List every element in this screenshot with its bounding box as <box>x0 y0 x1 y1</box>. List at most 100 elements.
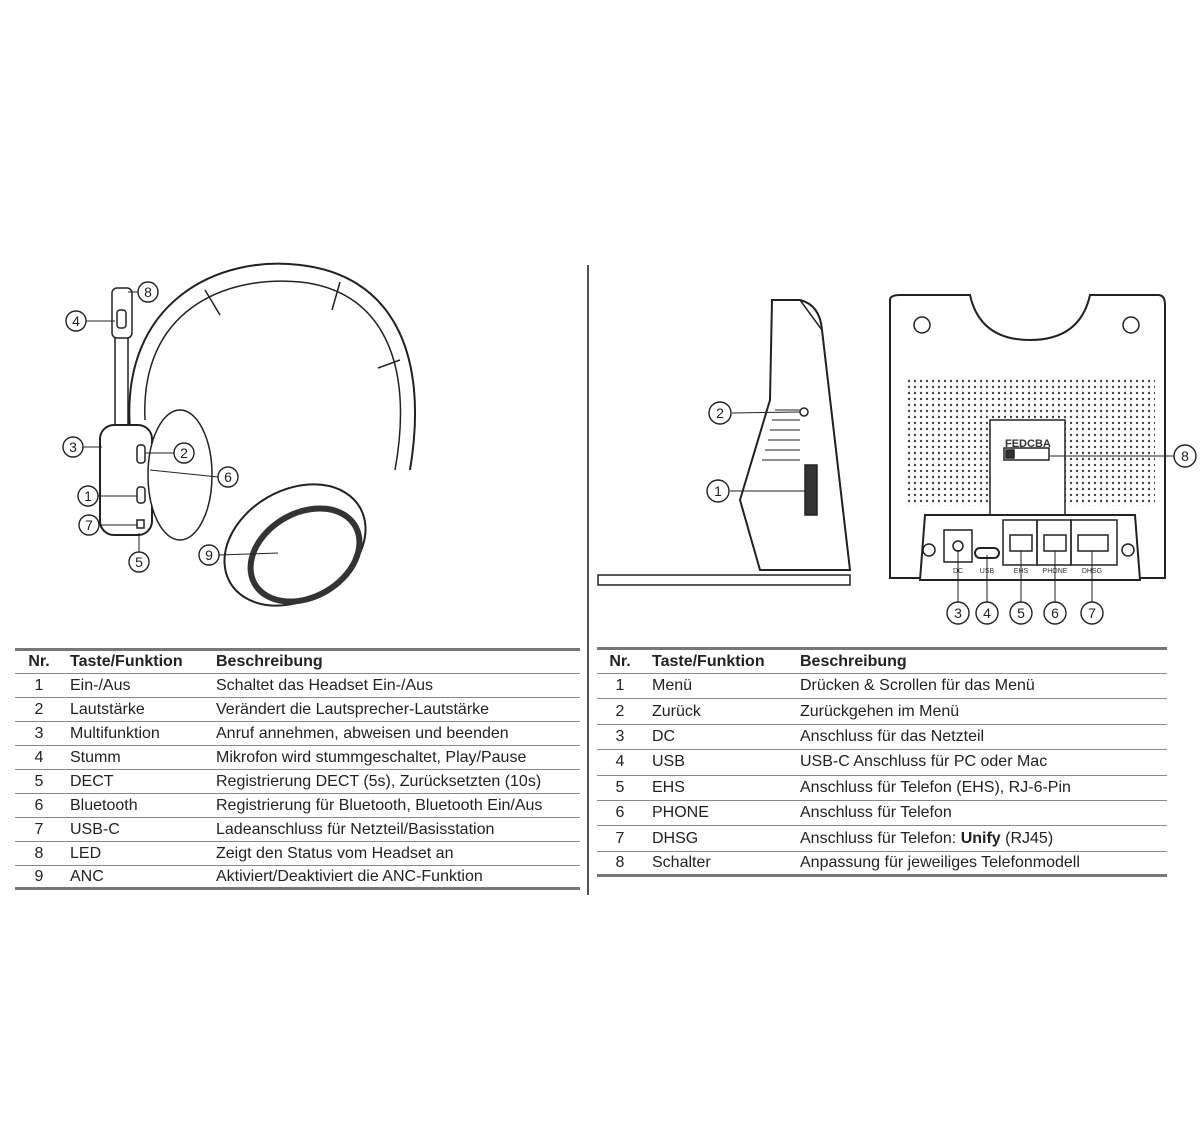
cell-key: Ein-/Aus <box>70 676 131 694</box>
cell-nr: 4 <box>615 753 625 771</box>
headband <box>128 262 417 471</box>
cell-nr: 5 <box>34 772 44 790</box>
cell-nr: 3 <box>34 724 44 742</box>
callout-1: 1 <box>77 485 99 507</box>
cell-key: DC <box>652 727 676 745</box>
vertical-divider <box>587 265 589 895</box>
svg-text:1: 1 <box>84 488 92 504</box>
cell-nr: 8 <box>34 844 44 862</box>
svg-text:5: 5 <box>1017 605 1025 621</box>
cell-nr: 2 <box>615 702 625 720</box>
cell-key: Lautstärke <box>70 700 145 718</box>
cell-desc: Zeigt den Status vom Headset an <box>216 845 453 863</box>
base-callout-3: 3 <box>946 601 970 625</box>
cell-key: Stumm <box>70 748 121 766</box>
cell-desc: Drücken & Scrollen für das Menü <box>800 677 1035 695</box>
cell-nr: 5 <box>615 778 625 796</box>
base-callout-6: 6 <box>1043 601 1067 625</box>
cell-nr: 1 <box>34 676 44 694</box>
desc-text: Zeigt den Status vom Headset an <box>216 844 454 862</box>
base-callout-2: 2 <box>708 401 732 425</box>
base-leader-lines <box>730 411 1174 603</box>
svg-text:7: 7 <box>1088 605 1096 621</box>
cell-nr: 1 <box>615 677 625 695</box>
table-row: 5 EHS Anschluss für Telefon (EHS), RJ-6-Pi… <box>597 776 1167 801</box>
base-callout-7: 7 <box>1080 601 1104 625</box>
header-nr: Nr. <box>28 653 50 670</box>
desc-after: (RJ45) <box>1000 829 1054 847</box>
desc-text: Zurückgehen im Menü <box>800 702 960 720</box>
base-back-view: FEDCBA DC USB EHS PHONE DHSG <box>889 294 1166 581</box>
table-row: 3 DC Anschluss für das Netzteil <box>597 725 1167 751</box>
leader-lines <box>83 291 279 556</box>
cell-nr: 6 <box>615 804 625 822</box>
svg-text:8: 8 <box>1181 448 1189 464</box>
cell-key: Schalter <box>652 853 711 871</box>
callout-3: 3 <box>62 436 84 458</box>
desc-text: Anpassung für jeweiliges Telefonmodell <box>800 853 1080 871</box>
svg-text:3: 3 <box>954 605 962 621</box>
base-callout-4: 4 <box>975 601 999 625</box>
cell-key: Menü <box>652 677 693 695</box>
callout-5: 5 <box>128 551 150 573</box>
svg-text:6: 6 <box>224 469 232 485</box>
svg-text:5: 5 <box>135 554 143 570</box>
table-row: 8 LED Zeigt den Status vom Headset an <box>15 842 580 866</box>
svg-text:9: 9 <box>205 547 213 563</box>
switch-label: FEDCBA <box>1005 438 1051 450</box>
header-nr: Nr. <box>609 652 631 670</box>
base-callout-8: 8 <box>1173 444 1197 468</box>
desc-text: Anschluss für das Netzteil <box>800 727 985 745</box>
cell-key: Bluetooth <box>70 796 138 814</box>
callout-4: 4 <box>65 310 87 332</box>
cell-nr: 7 <box>34 820 44 838</box>
cell-key: PHONE <box>652 804 709 822</box>
desc-bold: Unify <box>960 829 1001 847</box>
base-callout-5: 5 <box>1009 601 1033 625</box>
headset-diagram: 1 2 3 4 5 6 7 8 9 <box>62 262 417 607</box>
cell-nr: 2 <box>34 700 44 718</box>
table-row: 1 Menü Drücken & Scrollen für das Menü <box>597 674 1167 700</box>
cell-desc: Aktiviert/Deaktiviert die ANC-Funktion <box>216 868 483 886</box>
cell-desc: Anruf annehmen, abweisen und beenden <box>216 725 509 743</box>
cell-nr: 3 <box>615 727 625 745</box>
svg-text:8: 8 <box>144 284 152 300</box>
cell-desc: Registrierung für Bluetooth, Bluetooth E… <box>216 797 542 815</box>
cell-desc: Verändert die Lautsprecher-Lautstärke <box>216 701 489 719</box>
svg-text:2: 2 <box>716 405 724 421</box>
cell-nr: 4 <box>34 748 44 766</box>
cell-key: LED <box>70 844 102 862</box>
cell-nr: 9 <box>34 867 44 885</box>
desc-text: Anruf annehmen, abweisen und beenden <box>216 724 509 742</box>
svg-text:6: 6 <box>1051 605 1059 621</box>
cell-key: ANC <box>70 867 104 885</box>
header-key: Taste/Funktion <box>652 652 765 670</box>
table-row: 2 Lautstärke Verändert die Lautsprecher-La… <box>15 698 580 722</box>
svg-text:4: 4 <box>72 313 80 329</box>
desc-text: Anschluss für Telefon (EHS), RJ-6-Pin <box>800 778 1071 796</box>
base-station-diagram: FEDCBA DC USB EHS PHONE DHSG 1 2 3 4 5 6… <box>597 294 1197 625</box>
microphone-boom <box>111 287 133 425</box>
table-row: 9 ANC Aktiviert/Deaktiviert die ANC-Funkti… <box>15 866 580 890</box>
desc-text: Verändert die Lautsprecher-Lautstärke <box>216 700 490 718</box>
cell-nr: 6 <box>34 796 44 814</box>
cell-key: USB <box>652 753 685 771</box>
desc-text: Drücken & Scrollen für das Menü <box>800 677 1035 695</box>
desc-text: Schaltet das Headset Ein-/Aus <box>216 676 434 694</box>
svg-text:7: 7 <box>85 517 93 533</box>
right-earcup <box>223 483 367 607</box>
desc-text: Aktiviert/Deaktiviert die ANC-Funktion <box>216 867 483 885</box>
cell-key: DECT <box>70 772 114 790</box>
cell-key: EHS <box>652 778 685 796</box>
base-side-view <box>597 299 852 586</box>
